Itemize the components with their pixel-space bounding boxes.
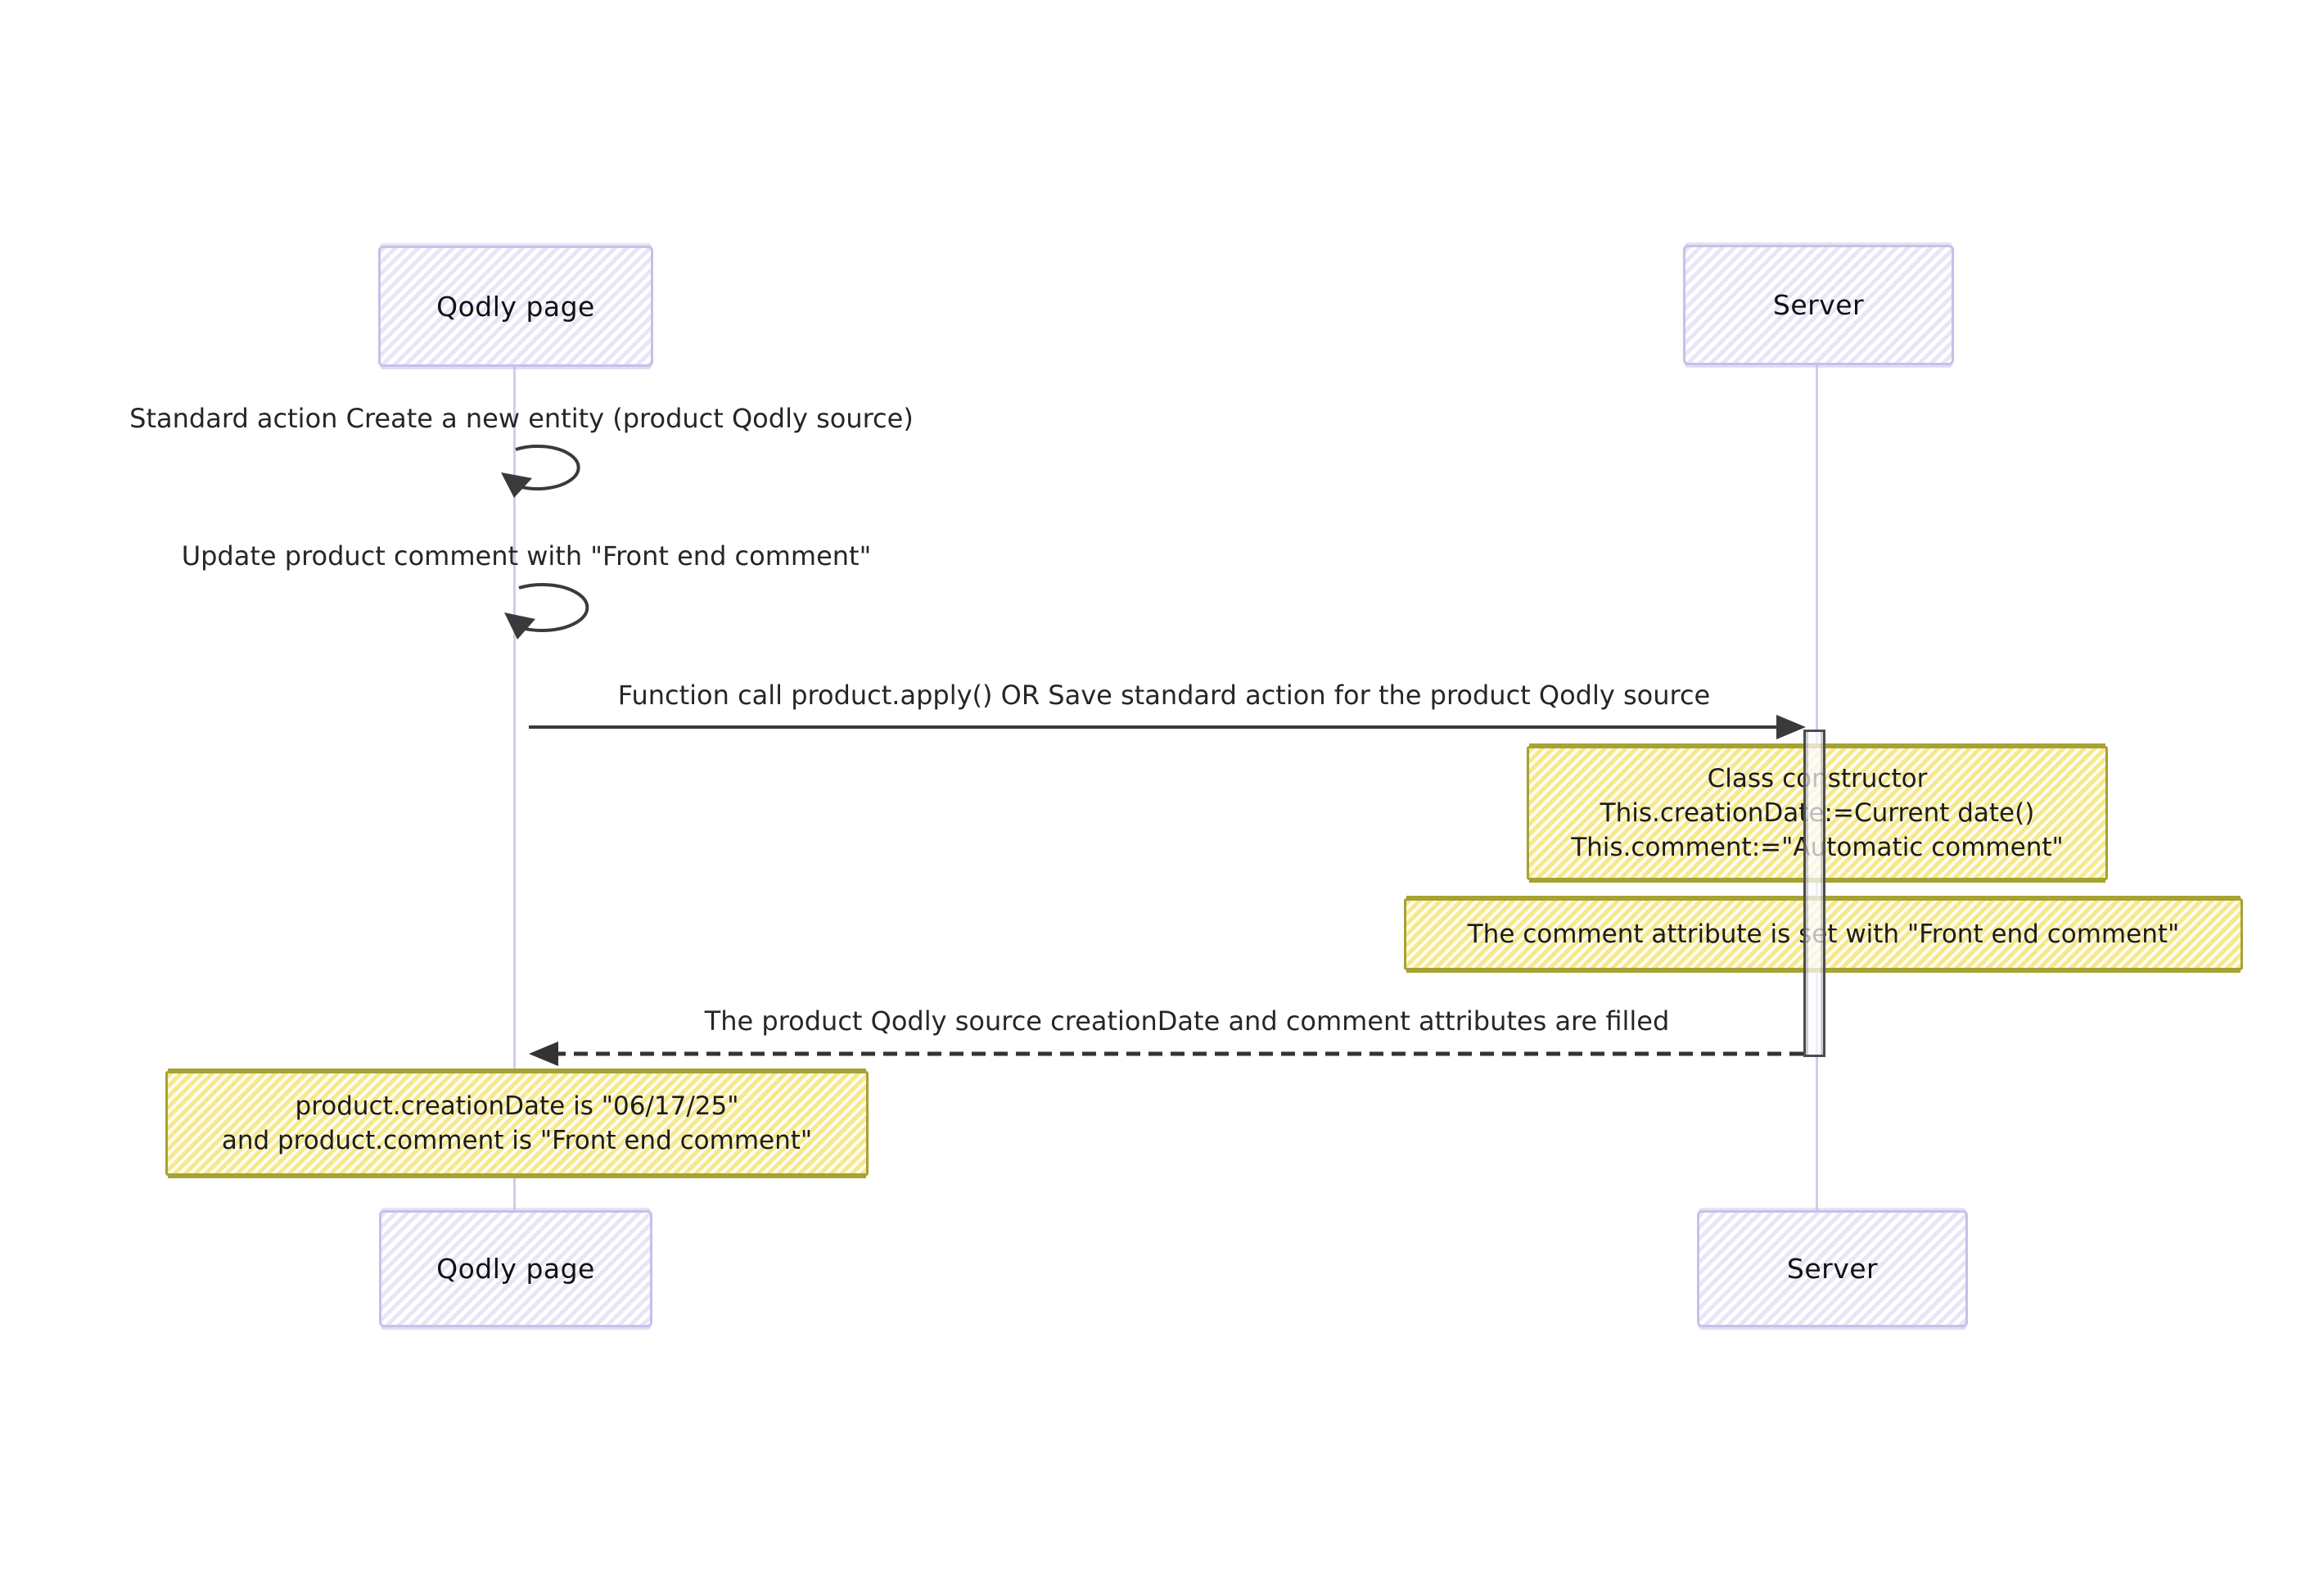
message-label-function-call: Function call product.apply() OR Save st… — [617, 680, 1711, 711]
actor-label: Server — [1772, 289, 1865, 321]
message-label-create-entity: Standard action Create a new entity (pro… — [129, 403, 914, 434]
self-loop-arrowhead-1 — [501, 472, 532, 498]
self-loop-arrowhead-2 — [504, 612, 535, 639]
actor-top-server: Server — [1683, 245, 1954, 365]
self-loop-arrow-2 — [518, 583, 589, 632]
return-arrow-head — [529, 1042, 558, 1066]
actor-label: Qodly page — [436, 290, 595, 323]
call-arrow-head — [1776, 715, 1806, 739]
actor-label: Qodly page — [436, 1253, 595, 1285]
actor-top-qodly-page: Qodly page — [378, 246, 653, 367]
self-loop-arrow-1 — [515, 445, 580, 490]
message-label-update-comment: Update product comment with "Front end c… — [181, 540, 872, 572]
note-line: and product.comment is "Front end commen… — [221, 1126, 813, 1155]
note-line: product.creationDate is "06/17/25" — [295, 1091, 739, 1121]
actor-label: Server — [1786, 1253, 1879, 1285]
message-label-attributes-filled: The product Qodly source creationDate an… — [704, 1005, 1670, 1037]
activation-bar-server — [1803, 730, 1825, 1057]
actor-bottom-server: Server — [1697, 1210, 1968, 1327]
actor-bottom-qodly-page: Qodly page — [379, 1210, 652, 1327]
lifeline-qodly-page — [513, 367, 516, 1210]
note-result-values: product.creationDate is "06/17/25" and p… — [165, 1071, 869, 1176]
